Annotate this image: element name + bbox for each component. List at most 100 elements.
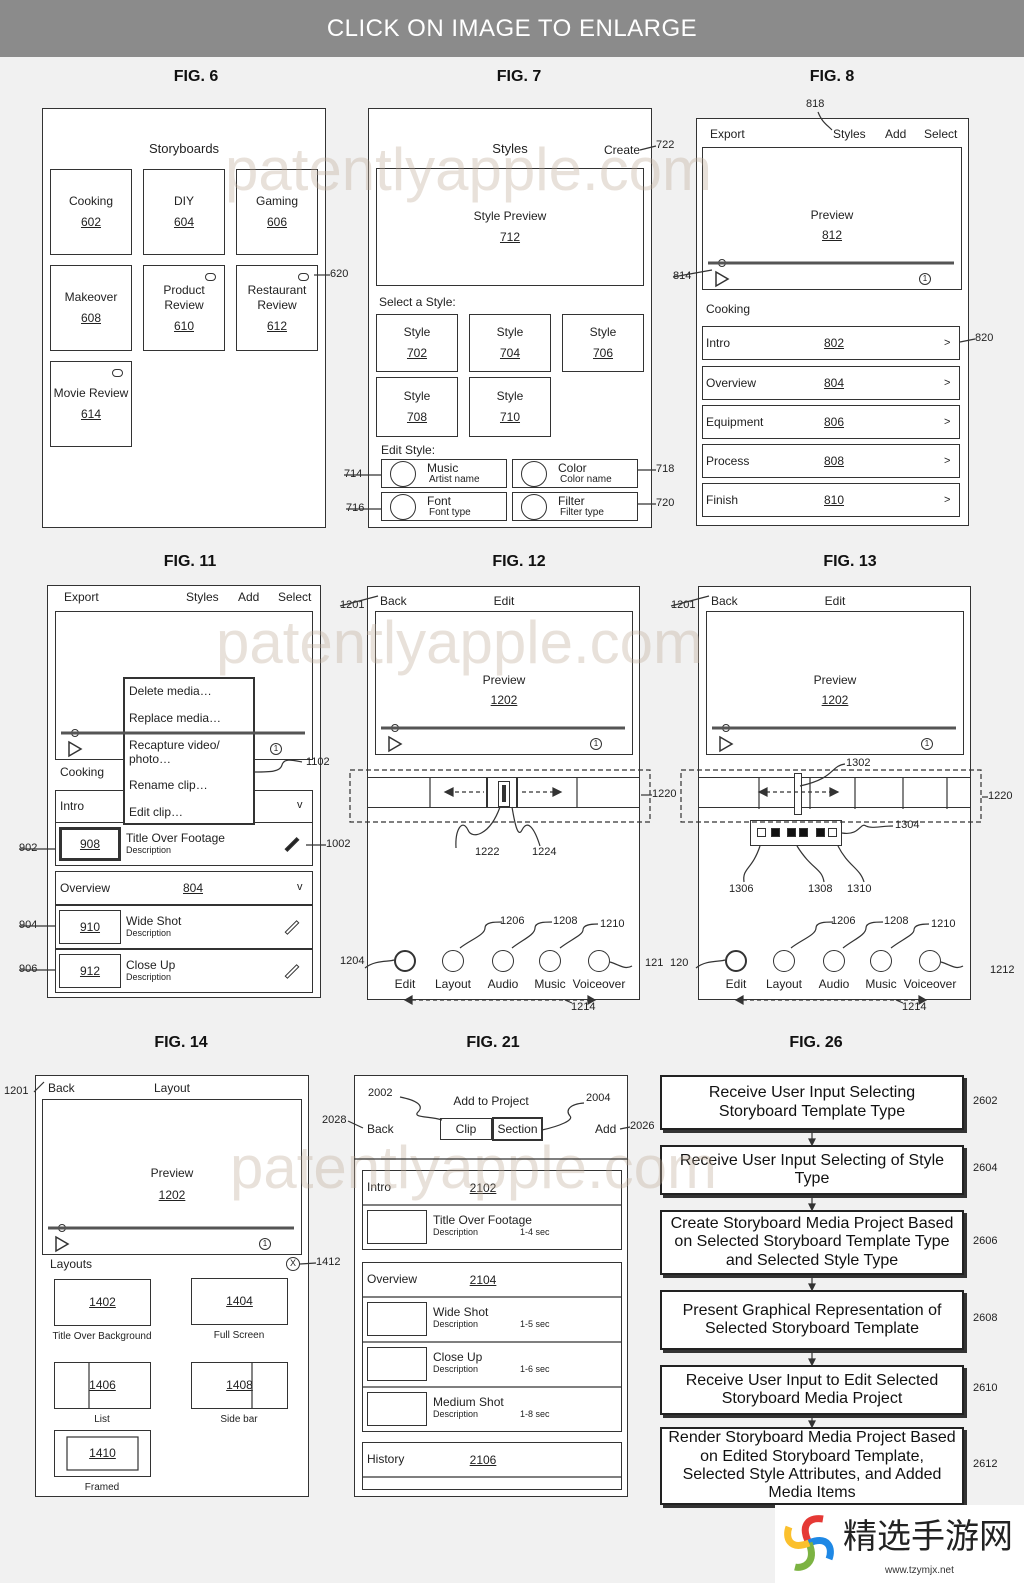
- nav-item[interactable]: Export: [64, 589, 99, 604]
- style-option-label: Style: [403, 325, 431, 339]
- section-row[interactable]: [702, 326, 960, 360]
- layout-option[interactable]: 1410: [54, 1430, 151, 1477]
- section-row[interactable]: [702, 366, 960, 400]
- tool-button[interactable]: [492, 950, 514, 972]
- screen-header: Add to Project: [453, 1093, 529, 1108]
- layout-option-ref: 1406: [89, 1378, 116, 1392]
- leader-line: [609, 961, 633, 969]
- leader-line: [511, 921, 553, 949]
- layout-option[interactable]: 1406: [54, 1362, 151, 1409]
- leader-line: [455, 806, 501, 849]
- callout-number: 718: [656, 463, 675, 476]
- style-icon: [521, 461, 547, 487]
- play-icon: [715, 270, 730, 288]
- segment-section[interactable]: Section: [492, 1117, 543, 1141]
- back-button[interactable]: Back: [380, 593, 407, 608]
- section-row[interactable]: [702, 405, 960, 439]
- tool-button[interactable]: [823, 950, 845, 972]
- section-row-overview[interactable]: [55, 871, 313, 905]
- edit-option-subtitle: Filter type: [560, 506, 604, 518]
- enlarge-banner[interactable]: CLICK ON IMAGE TO ENLARGE: [0, 0, 1024, 57]
- layout-option-ref: 1410: [89, 1446, 116, 1460]
- section-row[interactable]: [702, 483, 960, 517]
- nav-item[interactable]: Add: [885, 126, 907, 141]
- section-row[interactable]: [702, 444, 960, 478]
- nav-item[interactable]: Styles: [186, 589, 219, 604]
- segment-section-label: Section: [497, 1121, 538, 1136]
- leader-line: [672, 269, 713, 278]
- layout-option[interactable]: 1408: [191, 1362, 288, 1409]
- back-button[interactable]: Back: [711, 593, 738, 608]
- nav-item[interactable]: Export: [710, 126, 745, 141]
- context-menu-item[interactable]: Rename clip…: [129, 777, 208, 792]
- nav-item[interactable]: Select: [278, 589, 312, 604]
- context-menu-item[interactable]: Recapture video/ photo…: [129, 738, 220, 767]
- edit-option-subtitle: Artist name: [429, 473, 480, 485]
- layout-option[interactable]: 1402: [54, 1279, 151, 1326]
- tool-button[interactable]: [870, 950, 892, 972]
- figure-title: FIG. 26: [789, 1034, 843, 1052]
- info-icon: [590, 738, 602, 750]
- clip-description: Description: [126, 928, 172, 939]
- back-button[interactable]: Back: [48, 1080, 75, 1095]
- play-icon: [719, 735, 734, 753]
- nav-item[interactable]: Select: [924, 126, 958, 141]
- clip-title: Medium Shot: [433, 1394, 504, 1409]
- clip-thumbnail-ref: 908: [79, 836, 101, 851]
- step-ref: 2608: [973, 1312, 998, 1325]
- create-button[interactable]: Create: [604, 142, 641, 157]
- close-button[interactable]: [286, 1257, 300, 1271]
- callout-number: 1208: [553, 915, 578, 928]
- leader-line: [695, 959, 726, 969]
- context-menu-item[interactable]: Delete media…: [129, 683, 212, 698]
- section-row-label: Intro: [706, 335, 731, 350]
- add-button[interactable]: Add: [595, 1121, 617, 1136]
- nav-item[interactable]: Add: [238, 589, 260, 604]
- tool-button-label: Layout: [434, 976, 472, 991]
- context-menu-item[interactable]: Edit clip…: [129, 804, 184, 819]
- tool-button[interactable]: [919, 950, 941, 972]
- tool-button[interactable]: [588, 950, 610, 972]
- leader-line: [399, 1096, 443, 1121]
- chevron-icon: >: [944, 416, 951, 429]
- back-button[interactable]: Back: [367, 1121, 394, 1136]
- callout-number: 1308: [808, 883, 833, 896]
- leader-line: [796, 845, 825, 883]
- section-row-ref: 806: [823, 414, 845, 429]
- info-icon-glyph: 1: [922, 274, 928, 284]
- section-row-ref: 810: [823, 492, 845, 507]
- context-menu-item[interactable]: Replace media…: [129, 710, 222, 725]
- nav-item[interactable]: Styles: [833, 126, 866, 141]
- enlarge-banner-text[interactable]: CLICK ON IMAGE TO ENLARGE: [326, 14, 698, 42]
- flow-arrowhead: [808, 1358, 816, 1367]
- callout-number: 1210: [600, 918, 625, 931]
- tool-button[interactable]: [394, 950, 416, 972]
- tool-button[interactable]: [442, 950, 464, 972]
- segment-clip[interactable]: Clip: [440, 1118, 492, 1140]
- tool-button-label: Layout: [765, 976, 803, 991]
- leader-line: [890, 923, 930, 949]
- layout-option-ref: 1404: [226, 1294, 253, 1308]
- logo-name: 精选手游网: [843, 1517, 1013, 1557]
- tool-button[interactable]: [773, 950, 795, 972]
- clip-thumbnail: [367, 1392, 427, 1426]
- layout-option[interactable]: 1404: [191, 1278, 288, 1325]
- tool-button[interactable]: [539, 950, 561, 972]
- tool-button[interactable]: [725, 950, 747, 972]
- callout-number: 714: [344, 468, 363, 481]
- clip-description: Description: [126, 972, 172, 983]
